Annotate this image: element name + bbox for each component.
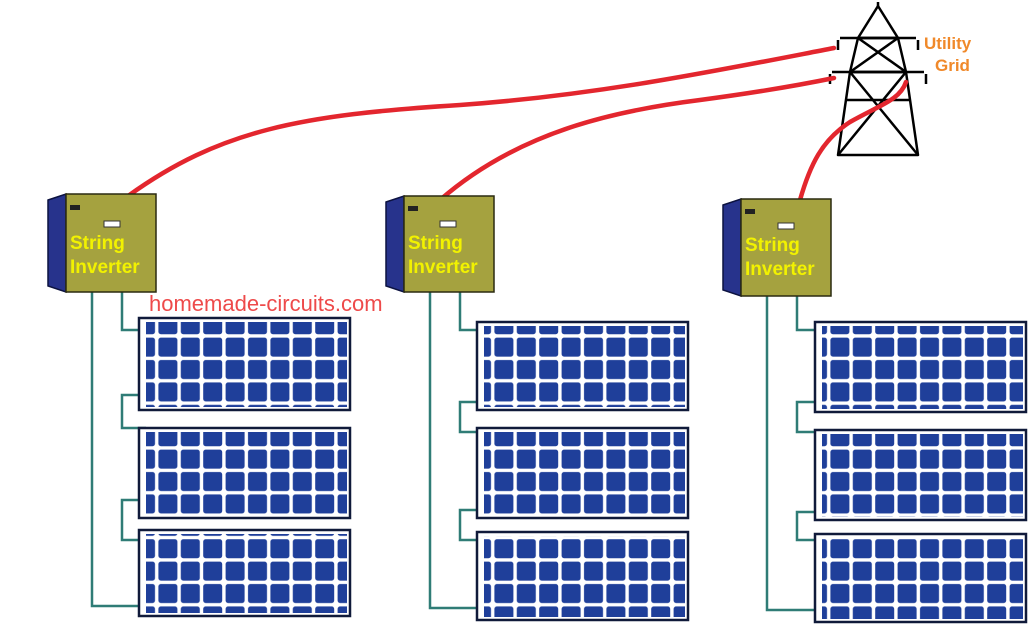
inverter-label-line2: Inverter (70, 257, 140, 278)
inverter-label-line1: String (70, 233, 125, 254)
inverter-label-line2: Inverter (745, 259, 815, 280)
ac-cable-inverter-2 (437, 75, 837, 203)
string-inverter-icon: String Inverter (47, 192, 157, 294)
transmission-tower-icon (828, 2, 928, 157)
inverter-label-line2: Inverter (408, 257, 478, 278)
inverter-label-line1: String (745, 235, 800, 256)
utility-grid-label-line1: Utility (924, 34, 972, 53)
ac-output-cables (125, 45, 909, 203)
ac-cable-inverter-1 (125, 45, 837, 199)
string-inverter-icon: String Inverter (385, 194, 495, 294)
solar-panel-icon (475, 530, 690, 622)
solar-panel-icon (813, 320, 1028, 414)
dc-string-wiring (90, 292, 822, 612)
solar-panel-icon (137, 528, 352, 618)
solar-panel-icon (137, 316, 352, 412)
solar-panel-icon (813, 428, 1028, 522)
ac-cable-inverter-3 (797, 79, 909, 203)
string-inverter-icon: String Inverter (722, 197, 832, 298)
solar-panel-icon (475, 426, 690, 520)
solar-panel-icon (475, 320, 690, 412)
solar-panel-icon (813, 532, 1028, 624)
inverter-label-line1: String (408, 233, 463, 254)
utility-grid-label-line2: Grid (935, 56, 970, 75)
watermark-text: homemade-circuits.com (149, 291, 383, 316)
solar-panel-icon (137, 426, 352, 520)
